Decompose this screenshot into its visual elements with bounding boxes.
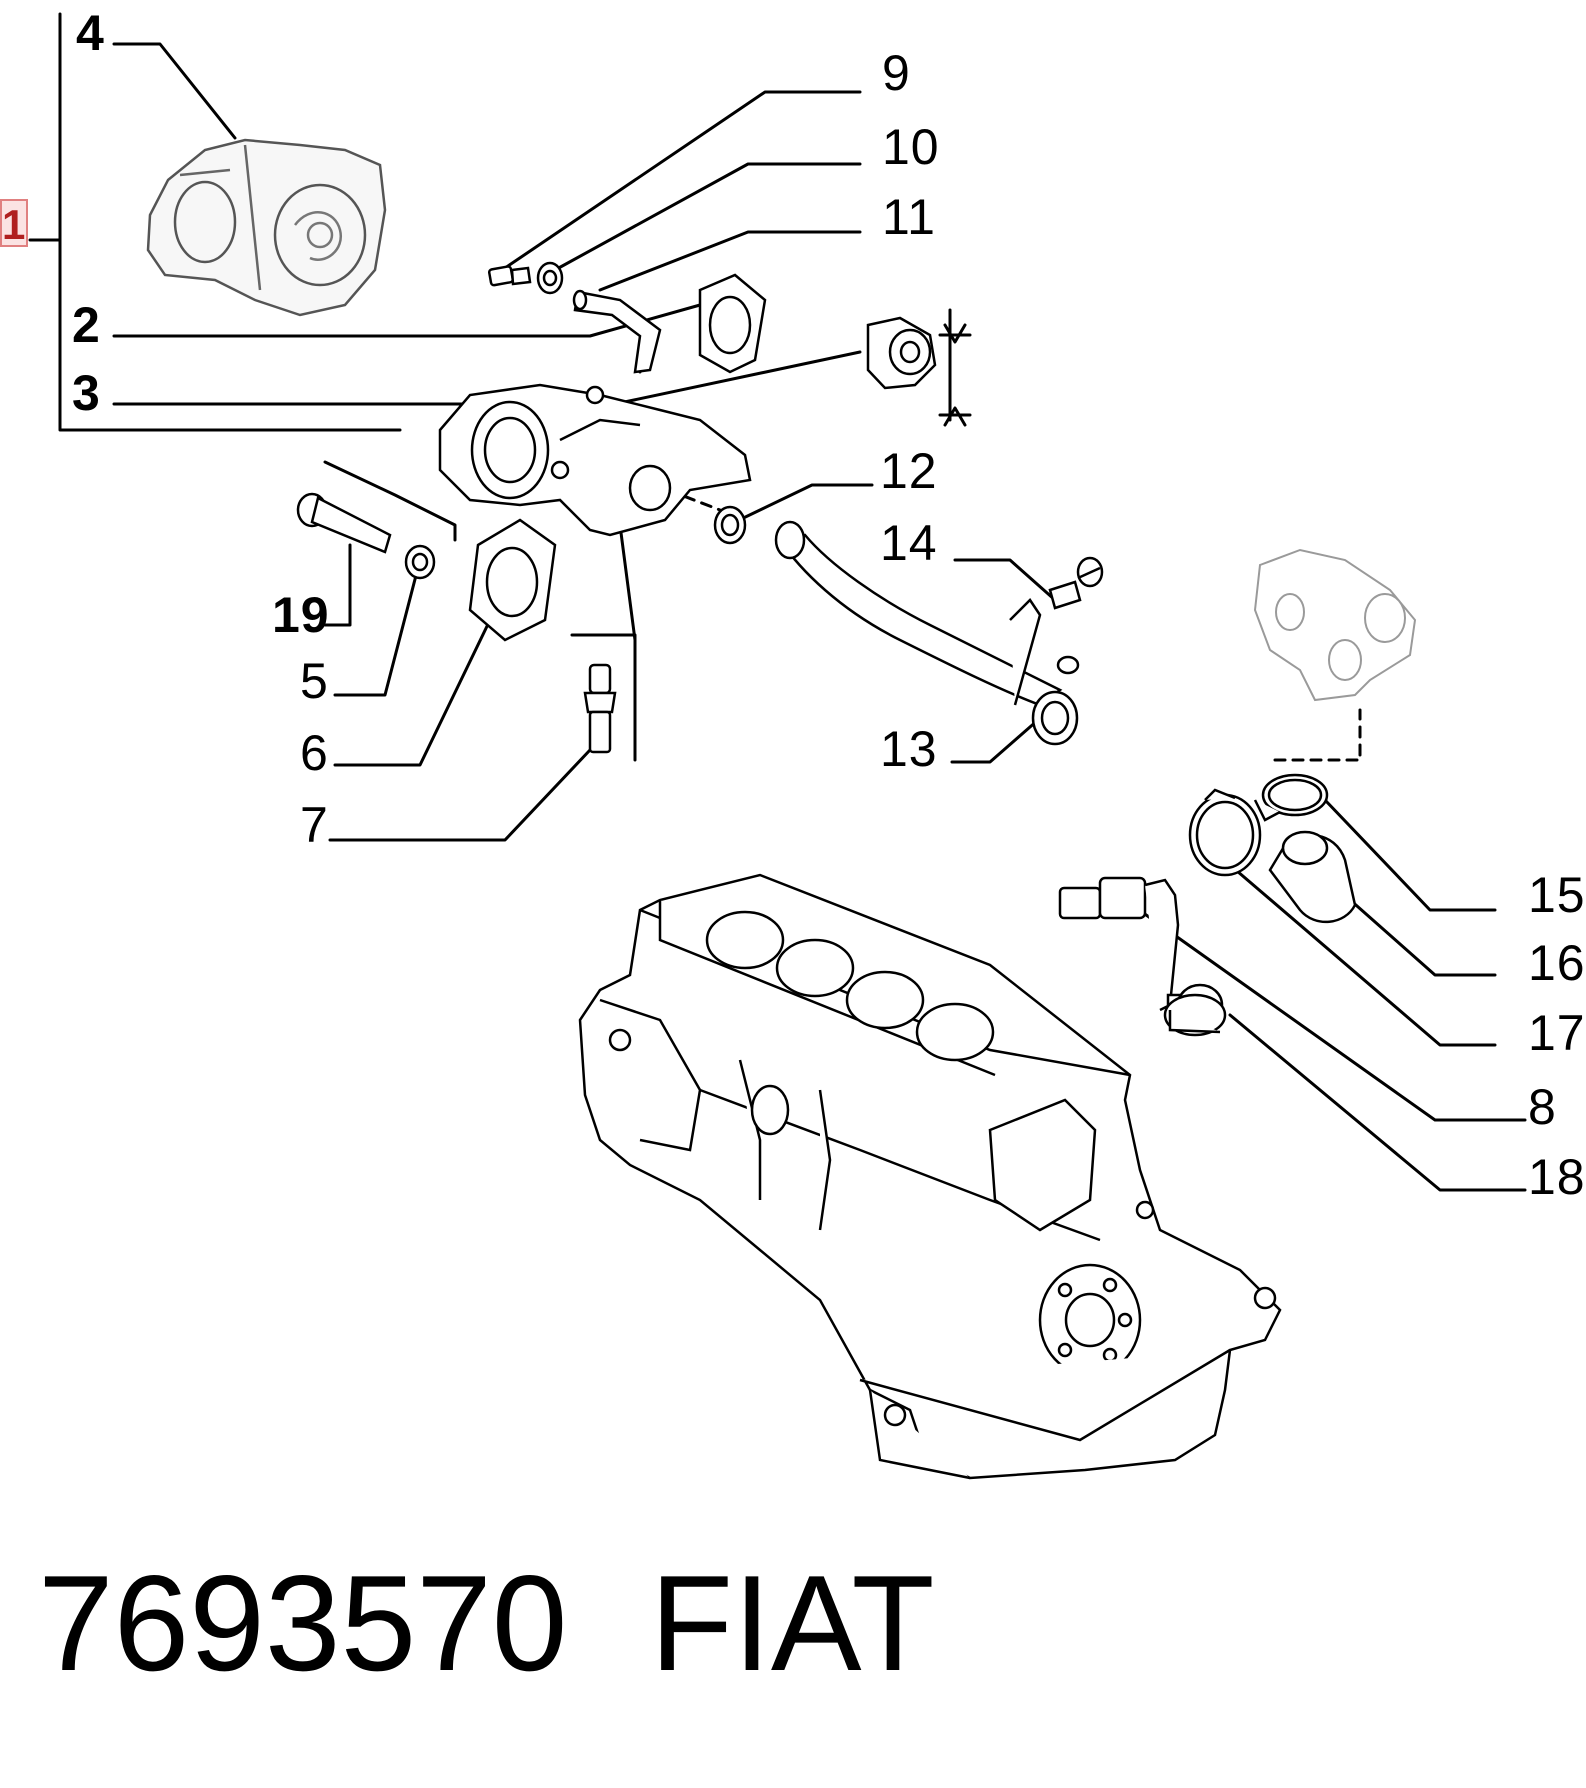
callout-13: 13	[880, 721, 938, 777]
dimension-mark	[938, 308, 972, 422]
side-bracket-left	[323, 460, 457, 542]
callout-6: 6	[300, 725, 329, 781]
leader-12	[733, 483, 874, 524]
coolant-pipe-13	[774, 520, 1080, 746]
leader-13	[950, 718, 1040, 764]
inset-pump	[1253, 548, 1417, 702]
bent-tube-11	[572, 289, 662, 374]
callout-17: 17	[1528, 1005, 1586, 1061]
engine-block	[578, 873, 1282, 1480]
plug-18	[1163, 983, 1227, 1037]
callout-4: 4	[76, 5, 105, 61]
callout-19: 19	[272, 587, 330, 643]
leader-9	[503, 90, 862, 270]
o-ring-12	[713, 505, 747, 545]
callout-7: 7	[300, 797, 329, 853]
leader-5	[333, 558, 422, 697]
part-number: 7693570	[38, 1547, 568, 1699]
leader-19	[323, 543, 352, 627]
flange-gasket-6	[468, 518, 557, 642]
hose-clamp-15	[1253, 773, 1329, 822]
callout-9: 9	[882, 45, 911, 101]
callout-3: 3	[72, 365, 101, 421]
leader-4	[112, 42, 237, 140]
pump-housing	[438, 383, 752, 537]
callout-2: 2	[72, 297, 101, 353]
leader-15	[1323, 798, 1497, 912]
callout-5: 5	[300, 653, 329, 709]
leader-2	[112, 303, 702, 338]
callout-8: 8	[1528, 1079, 1557, 1135]
gasket-2	[698, 273, 767, 374]
leader-10	[553, 162, 862, 272]
leader-18	[1228, 1013, 1527, 1192]
callout-16: 16	[1528, 935, 1586, 991]
leader-8	[1123, 898, 1527, 1122]
group-bracket	[28, 12, 402, 432]
callout-1-highlighted[interactable]: 1	[0, 199, 28, 248]
hose-16	[1268, 830, 1357, 924]
washer-5	[404, 544, 436, 580]
bolt-14	[1048, 556, 1104, 610]
leader-11	[598, 230, 862, 292]
fitting-7	[583, 663, 617, 754]
leader-7	[328, 748, 592, 842]
temp-sender-8	[1058, 876, 1182, 1017]
brand-name: FIAT	[650, 1547, 935, 1699]
clamp-17	[1188, 788, 1262, 877]
water-pump-assembly	[146, 138, 387, 317]
leader-17	[1193, 833, 1497, 1047]
callout-12: 12	[880, 443, 938, 499]
leader-6	[333, 618, 492, 767]
leader-14	[953, 558, 1057, 602]
thermostat-3	[866, 316, 937, 390]
callout-18: 18	[1528, 1149, 1586, 1205]
callout-11: 11	[882, 189, 936, 245]
bolt-19	[296, 492, 392, 554]
callout-14: 14	[880, 515, 938, 571]
callout-10: 10	[882, 119, 940, 175]
screw-9	[487, 265, 532, 287]
callout-15: 15	[1528, 867, 1586, 923]
nut-10	[536, 261, 564, 295]
